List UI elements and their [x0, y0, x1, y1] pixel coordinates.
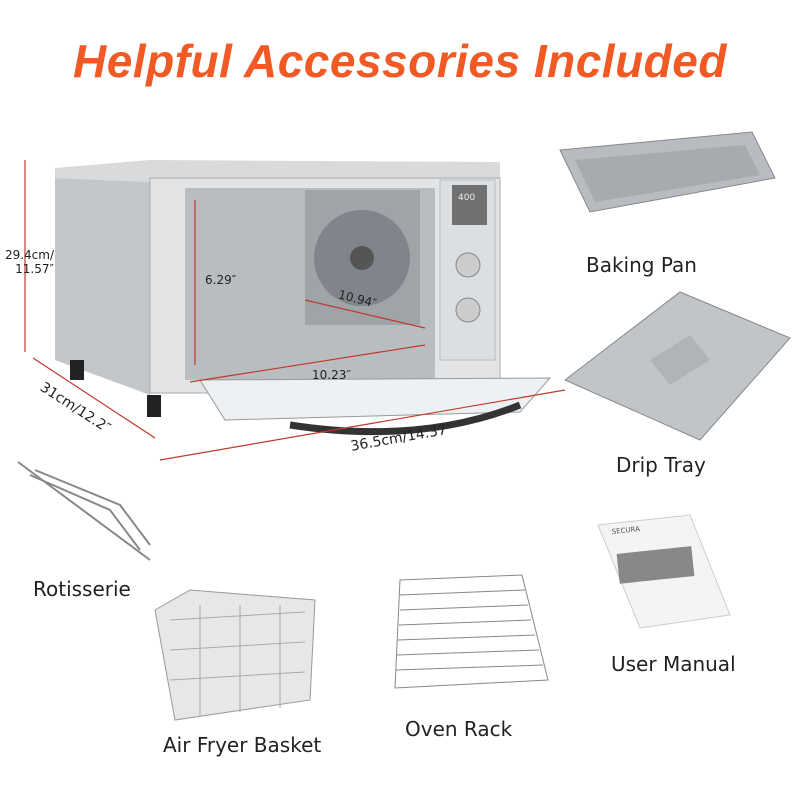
oven-display: 400: [458, 193, 475, 203]
label-oven-rack: Oven Rack: [405, 717, 513, 741]
label-user-manual: User Manual: [611, 652, 736, 676]
label-air-fryer-basket: Air Fryer Basket: [163, 733, 322, 757]
height-dimension: 29.4cm/ 11.57″: [4, 248, 54, 276]
label-baking-pan: Baking Pan: [586, 253, 697, 277]
toaster-oven-image: 400: [55, 160, 552, 436]
baking-pan-image: [559, 131, 776, 213]
air-fryer-basket-image: [154, 589, 316, 721]
label-drip-tray: Drip Tray: [616, 453, 706, 477]
drip-tray-image: [564, 291, 791, 441]
interior-height-dimension: 6.29″: [205, 273, 237, 287]
page-title: Helpful Accessories Included: [73, 35, 727, 87]
user-manual-image: SECURA: [597, 514, 731, 629]
dimension-lines: [24, 160, 566, 461]
interior-width-dimension: 10.23″: [312, 368, 351, 382]
oven-rack-image: [394, 574, 549, 689]
label-rotisserie: Rotisserie: [33, 577, 131, 601]
rotisserie-image: [17, 461, 151, 561]
manual-brand: SECURA: [611, 525, 640, 536]
